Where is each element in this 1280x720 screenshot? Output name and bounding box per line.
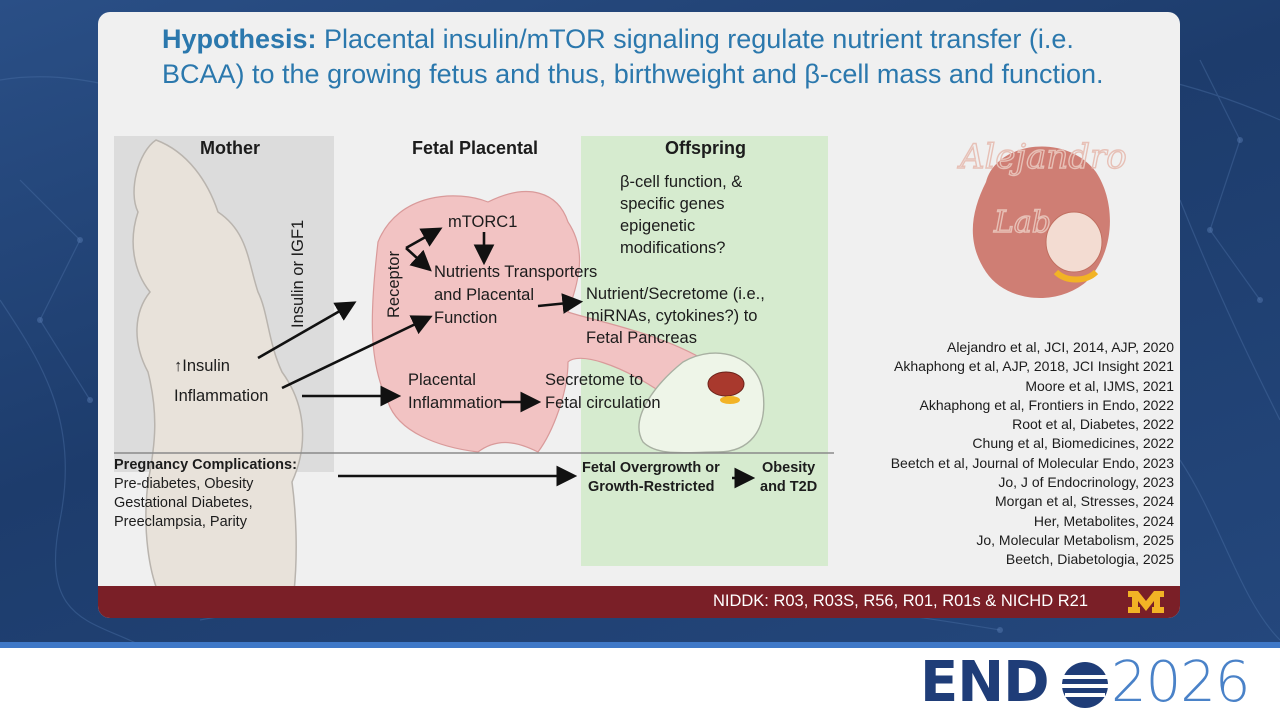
funding-bar: NIDDK: R03, R03S, R56, R01, R01s & NICHD… [98,586,1180,618]
fetal-overgrowth-line2: Growth-Restricted [588,479,715,495]
globe-icon [1062,662,1108,708]
header-mother: Mother [200,138,260,158]
header-fetal-placental: Fetal Placental [412,138,539,158]
reference-item: Chung et al, Biomedicines, 2022 [972,435,1174,452]
reference-item: Beetch, Diabetologia, 2025 [1005,551,1174,568]
endo-2026-logo: END 2026 [920,650,1270,715]
complications-line3: Preeclampsia, Parity [114,514,247,530]
reference-item: Root et al, Diabetes, 2022 [1012,416,1174,433]
footer-stripe [0,642,1280,648]
fetal-overgrowth-line1: Fetal Overgrowth or [582,460,720,476]
pancreas-icon [720,396,740,404]
beta-line1: β-cell function, & [620,173,743,191]
endo-logo-year: 2026 [1111,650,1251,715]
beta-line3: epigenetic [620,217,696,235]
nutrient-secretome-line2: miRNAs, cytokines?) to [586,307,758,325]
inflammation-label: Inflammation [174,387,269,405]
insulin-label: ↑Insulin [174,356,230,377]
lab-logo-text-line2: Lab [993,205,1051,240]
title-bold: Hypothesis: [162,24,317,54]
liver-icon [707,371,745,397]
references-list: Alejandro et al, JCI, 2014, AJP, 2020 Ak… [844,338,1174,570]
nutrients-line3: Function [434,309,498,327]
slide-title: Hypothesis: Placental insulin/mTOR signa… [162,22,1162,92]
receptor-label-line2: Receptor [385,251,403,318]
hypothesis-diagram [114,139,834,593]
reference-item: Beetch et al, Journal of Molecular Endo,… [890,454,1174,471]
secretome-line1: Secretome to [545,371,644,389]
nutrients-line1: Nutrients Transporters [434,263,598,281]
reference-item: Jo, Molecular Metabolism, 2025 [976,531,1174,548]
placental-inflammation-line1: Placental [408,371,476,389]
mtorc1-label: mTORC1 [448,213,518,231]
placental-inflammation-line2: Inflammation [408,394,503,412]
slide-card: Hypothesis: Placental insulin/mTOR signa… [98,12,1180,618]
title-text: Placental insulin/mTOR signaling regulat… [162,24,1104,89]
insulin-text: Insulin [182,357,230,375]
lab-logo-text-line1: Alejandro [957,137,1126,177]
reference-item: Jo, J of Endocrinology, 2023 [998,474,1174,491]
receptor-label-line1: Insulin or IGF1 [289,219,307,328]
beta-line4: modifications? [620,239,726,257]
secretome-line2: Fetal circulation [545,394,661,412]
alejandro-lab-logo: Alejandro Lab [956,136,1126,299]
obesity-line1: Obesity [762,460,816,476]
funding-text: NIDDK: R03, R03S, R56, R01, R01s & NICHD… [712,592,1088,610]
reference-item: Akhaphong et al, Frontiers in Endo, 2022 [919,396,1174,413]
complications-line2: Gestational Diabetes, [114,495,253,511]
reference-item: Moore et al, IJMS, 2021 [1025,377,1174,394]
endo-logo-left: END [920,650,1050,715]
up-arrow-icon: ↑ [174,357,183,375]
complications-line1: Pre-diabetes, Obesity [114,476,254,492]
reference-item: Alejandro et al, JCI, 2014, AJP, 2020 [946,339,1174,355]
complications-title: Pregnancy Complications: [114,457,297,473]
nutrients-line2: and Placental [434,286,534,304]
nutrient-secretome-line1: Nutrient/Secretome (i.e., [586,285,765,303]
reference-item: Her, Metabolites, 2024 [1033,512,1174,529]
reference-item: Akhaphong et al, AJP, 2018, JCI Insight … [894,358,1174,375]
header-offspring: Offspring [665,138,746,158]
reference-item: Morgan et al, Stresses, 2024 [995,493,1174,510]
nutrient-secretome-line3: Fetal Pancreas [586,329,697,347]
beta-line2: specific genes [620,195,725,213]
obesity-line2: and T2D [760,479,818,495]
university-m-logo [1128,591,1164,613]
